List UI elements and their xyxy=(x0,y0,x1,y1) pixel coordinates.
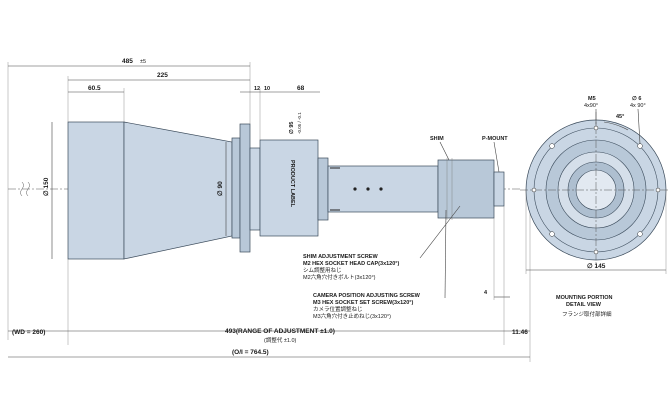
dim-total-length: 485 ±5 xyxy=(7,58,251,340)
product-label-text: PRODUCT LABEL xyxy=(289,160,295,208)
dim-adjust-text: 493(RANGE OF ADJUSTMENT ±1.0) xyxy=(225,328,335,335)
shim-screw-line1: SHIM ADJUSTMENT SCREW xyxy=(303,254,378,260)
cam-screw-jp1: カメラ位置調整ねじ xyxy=(313,305,363,313)
m5-label: M5 xyxy=(588,96,596,102)
pmount-leader xyxy=(493,141,500,173)
dim-225: 225 xyxy=(67,72,250,122)
dia-95-tol: -0.05 / -0.1 xyxy=(297,112,302,134)
label-step xyxy=(317,157,329,221)
cone-section xyxy=(123,121,233,260)
d6-sub: 4x 90° xyxy=(630,103,646,109)
label-body xyxy=(259,139,319,237)
pmount-label: P-MOUNT xyxy=(482,136,508,142)
screw-dot xyxy=(353,187,357,191)
dim-60-5: 60.5 xyxy=(68,85,125,122)
flange-collar xyxy=(249,147,261,231)
dia-90-text: ∅ 90 xyxy=(216,181,224,196)
angle-45-label: 45° xyxy=(616,114,624,120)
screw-dot xyxy=(379,187,383,191)
shim-screw-jp2: M2六角穴付きボルト(3x120°) xyxy=(303,273,376,281)
dim-adjust-jp: (調整代 ±1.0) xyxy=(264,336,297,344)
mount-title-jp: フランジ取付部詳細 xyxy=(562,310,612,318)
flange-ring xyxy=(239,123,251,253)
dim-oal-text: (O/I = 764.5) xyxy=(232,349,269,356)
dia-95-text: ∅ 95 xyxy=(288,122,295,134)
m5-sub: 4x90° xyxy=(584,103,598,109)
dim-485-tol: ±5 xyxy=(140,59,146,65)
break-mark xyxy=(20,181,24,197)
shim-screw-jp1: シム調整用ねじ xyxy=(303,266,342,274)
mount-detail-view xyxy=(520,112,670,268)
dim-wd-text: (WD = 260) xyxy=(12,329,45,336)
cam-screw-jp2: M3六角穴付き止めねじ(3x120°) xyxy=(313,312,391,320)
dim-225-text: 225 xyxy=(157,72,168,79)
mount-ring xyxy=(493,171,505,207)
flange xyxy=(231,137,241,239)
d6-leader xyxy=(637,108,641,145)
cam-screw-line1: CAMERA POSITION ADJUSTING SCREW xyxy=(313,293,421,299)
dim-68-text: 68 xyxy=(297,85,305,92)
cam-screw-line2: M3 HEX SOCKET SET SCREW(3x120°) xyxy=(313,300,413,306)
shim-label: SHIM xyxy=(430,136,444,142)
dim-485: 485 xyxy=(122,58,133,65)
cam-screw-leader xyxy=(444,209,447,299)
shim-screw-line2: M2 HEX SOCKET HEAD CAP(3x120°) xyxy=(303,261,400,267)
angle-arc xyxy=(603,121,629,131)
mount-block xyxy=(437,159,495,219)
dim-12-10: 12 10 68 xyxy=(240,85,320,140)
dim-10-text: 10 xyxy=(264,86,270,92)
dia-150-text: ∅ 150 xyxy=(42,177,50,196)
break-mark xyxy=(26,181,30,197)
shim-leader xyxy=(439,141,450,161)
screw-dot xyxy=(366,187,370,191)
lens-body xyxy=(67,121,505,260)
dim-12-text: 12 xyxy=(254,86,260,92)
shim-screw-leader xyxy=(419,205,461,259)
mount-title-1: MOUNTING PORTION xyxy=(556,295,613,301)
mount-title-2: DETAIL VIEW xyxy=(566,302,602,308)
dia-145-text: ∅ 145 xyxy=(587,262,606,270)
dim-60-5-text: 60.5 xyxy=(88,85,101,92)
dim-4-text: 4 xyxy=(484,290,488,296)
dim-end-text: 11.46 xyxy=(512,329,528,336)
tube xyxy=(327,165,439,213)
front-barrel xyxy=(67,121,125,260)
d6-label: ∅ 6 xyxy=(632,95,641,102)
